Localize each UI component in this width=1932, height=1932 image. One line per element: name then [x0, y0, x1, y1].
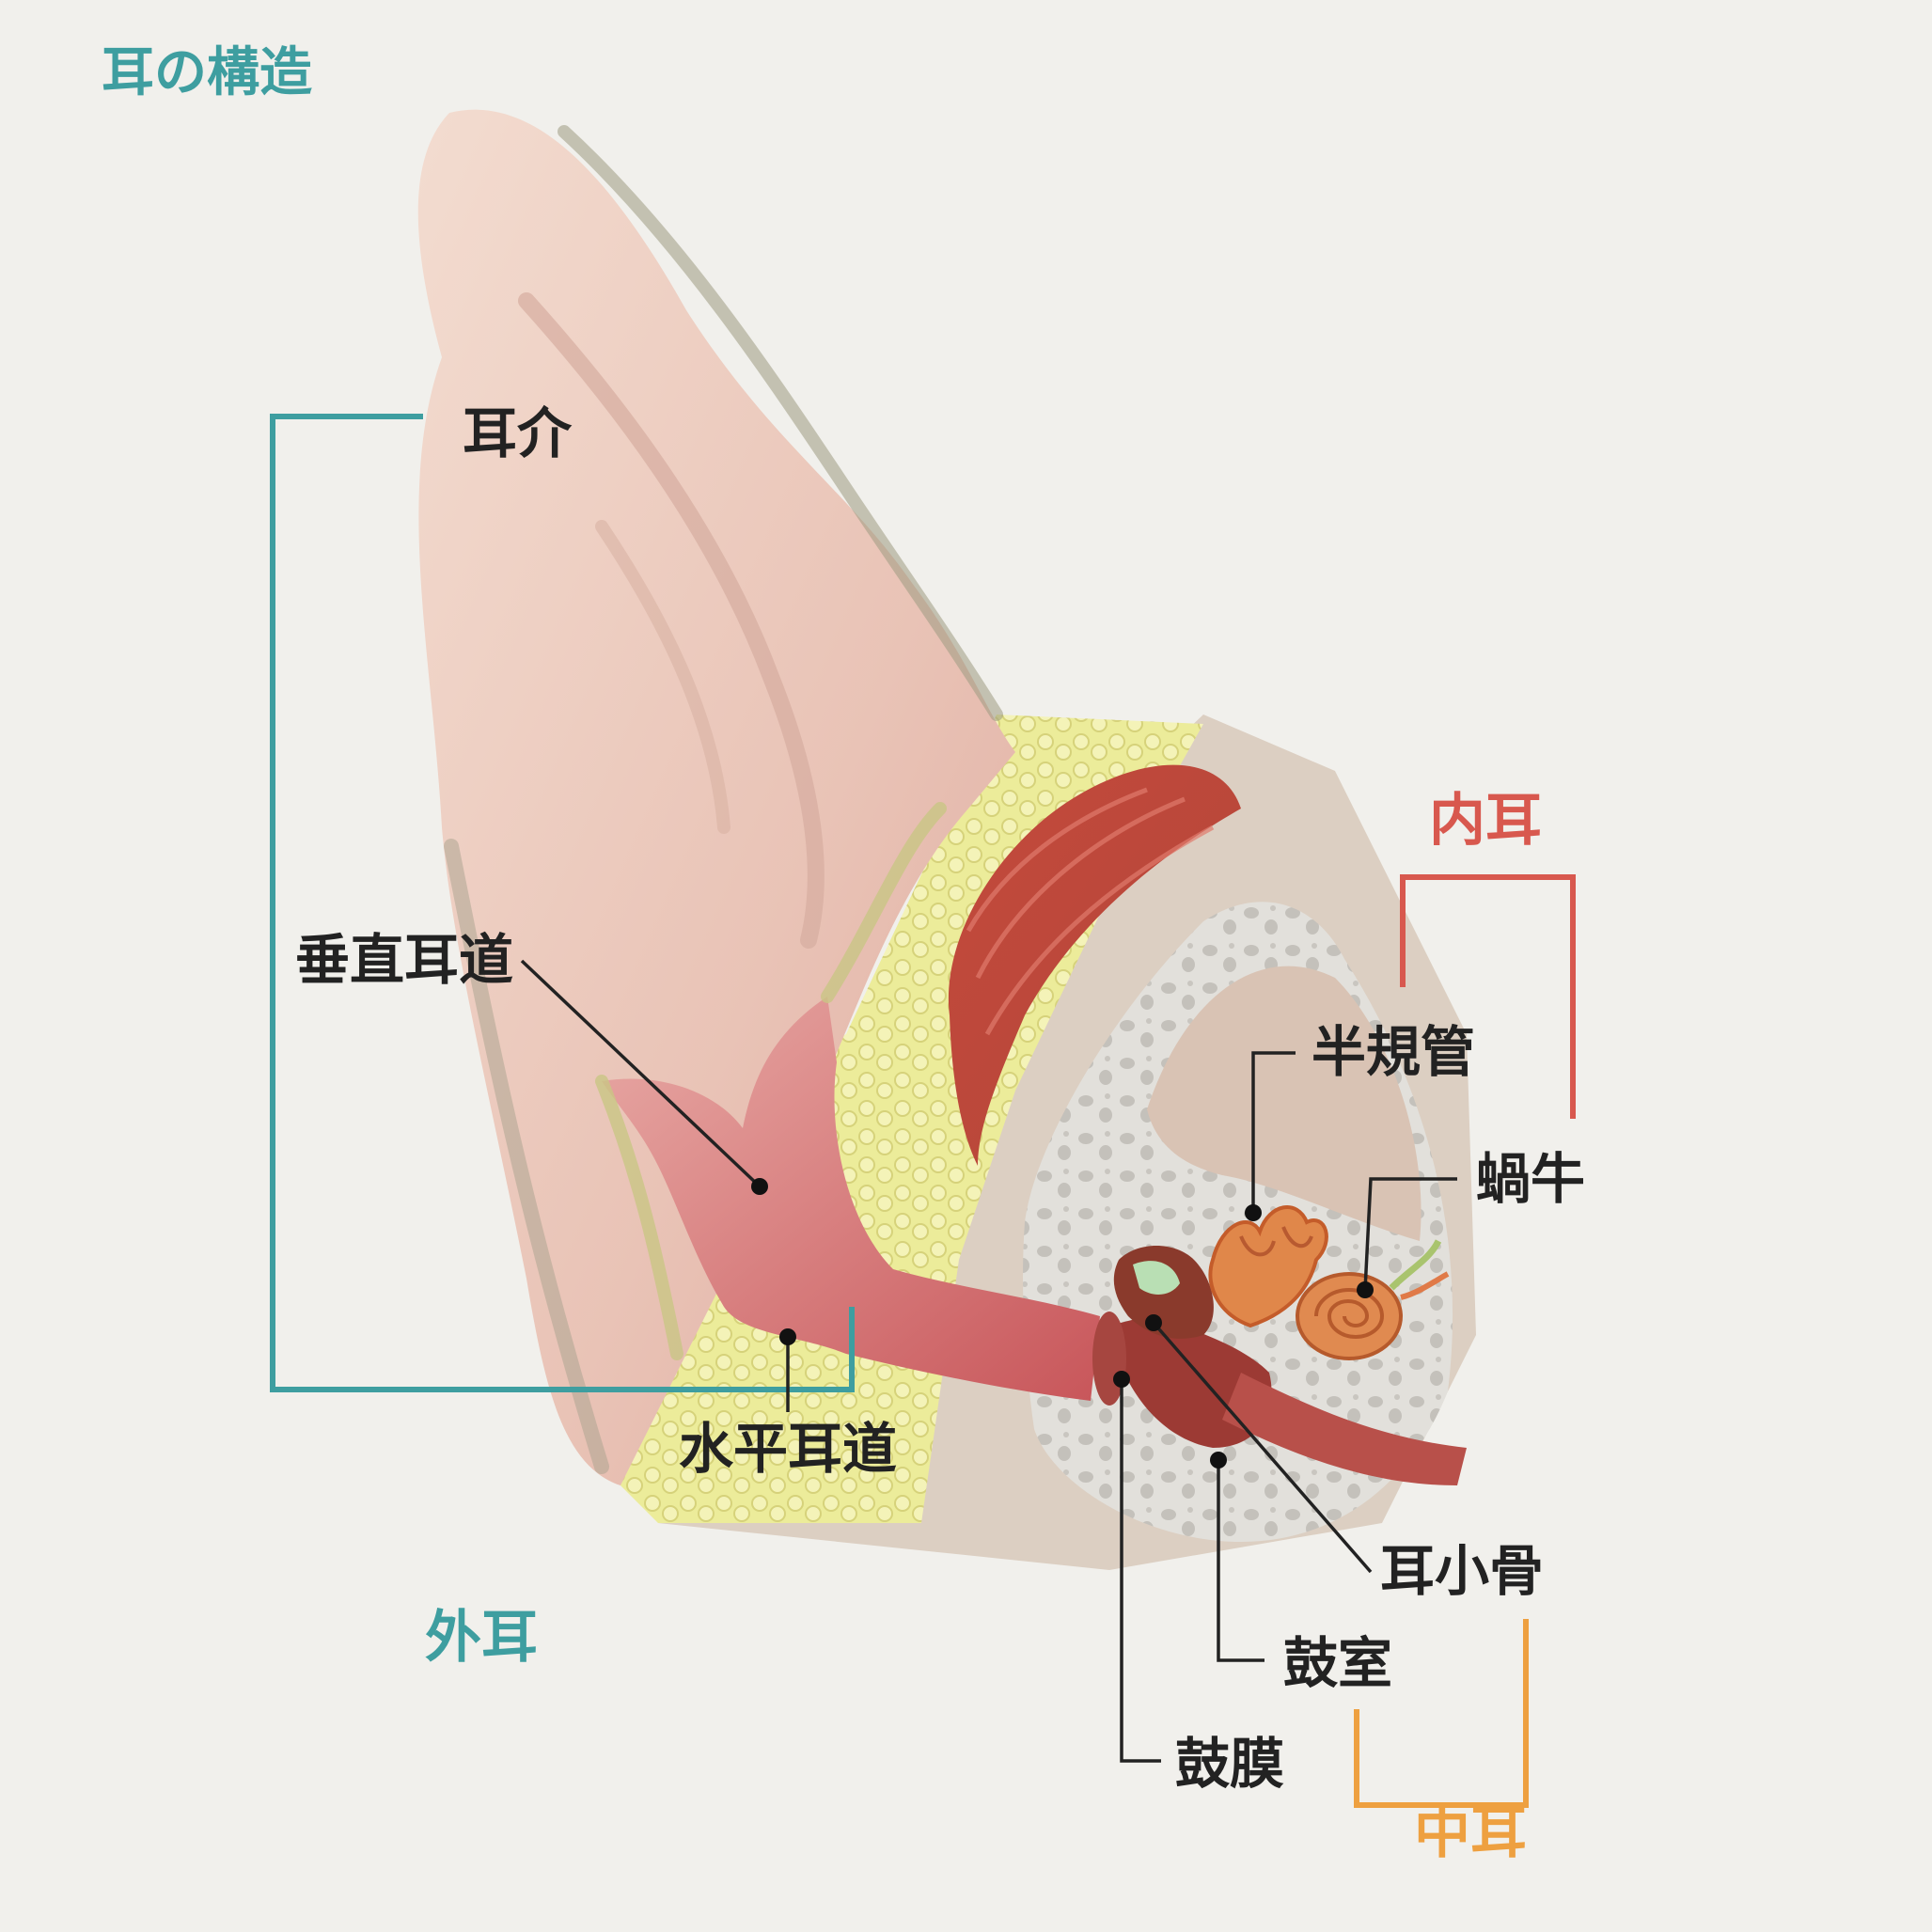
cochlea-leader — [1363, 1177, 1457, 1291]
canal-cartilage — [821, 802, 947, 1003]
pinna-fold — [595, 520, 730, 834]
ear-canal — [602, 997, 1100, 1401]
diagram-title: 耳の構造 — [102, 42, 312, 103]
outer-ear-bracket — [270, 414, 855, 1392]
cochlea-label: 蝸牛 — [1476, 1147, 1586, 1211]
middle-ear-group-label: 中耳 — [1414, 1800, 1527, 1866]
vertical-canal-leader — [520, 959, 762, 1188]
ossicles-dot — [1145, 1314, 1162, 1331]
eardrum-dot — [1113, 1371, 1130, 1388]
canal-cartilage — [595, 1075, 683, 1360]
cochlea-shape — [1296, 1272, 1403, 1360]
muscle-fibers — [966, 787, 1215, 1036]
tympanic-cavity-dot — [1210, 1452, 1227, 1469]
tympanic-cavity-leader — [1217, 1460, 1264, 1662]
leader-dots — [751, 1178, 1374, 1469]
eardrum-label: 鼓膜 — [1175, 1732, 1285, 1796]
semicircular-dot — [1245, 1204, 1262, 1221]
leader-lines — [520, 959, 1457, 1763]
cochlear-nerve — [1389, 1239, 1442, 1291]
ossicles-green — [1133, 1261, 1180, 1295]
semicircular-canals-shape — [1208, 1205, 1328, 1328]
outer-ear-group-label: 外耳 — [425, 1605, 538, 1671]
cochlear-nerve — [1400, 1271, 1450, 1300]
eustachian-tube — [1222, 1373, 1467, 1485]
vertical-canal-label: 垂直耳道 — [295, 928, 514, 992]
bone-inner-cavity — [1147, 966, 1422, 1241]
pinna-label: 耳介 — [463, 401, 573, 465]
semicircular-canals-label: 半規管 — [1312, 1020, 1476, 1084]
pinna-hair-edge — [444, 839, 609, 1474]
inner-ear-bracket — [1400, 874, 1576, 1119]
vertical-canal-dot — [751, 1178, 768, 1195]
pinna-fold — [518, 292, 825, 949]
ossicles-label: 耳小骨 — [1380, 1539, 1545, 1603]
semicircular-leader — [1251, 1051, 1296, 1213]
horizontal-canal-label: 水平耳道 — [679, 1417, 898, 1481]
horizontal-canal-dot — [779, 1328, 796, 1345]
semicircular-canals-loops — [1239, 1226, 1313, 1257]
cochlea-dot — [1357, 1281, 1374, 1298]
ossicles-leader — [1152, 1321, 1373, 1574]
pinna-hair-edge — [558, 125, 1003, 721]
cochlea-spiral — [1314, 1288, 1385, 1339]
middle-ear-bracket — [1354, 1619, 1529, 1808]
tympanic-cavity-label: 鼓室 — [1283, 1631, 1393, 1695]
eardrum-leader — [1120, 1379, 1161, 1763]
inner-ear-group-label: 内耳 — [1429, 788, 1542, 854]
